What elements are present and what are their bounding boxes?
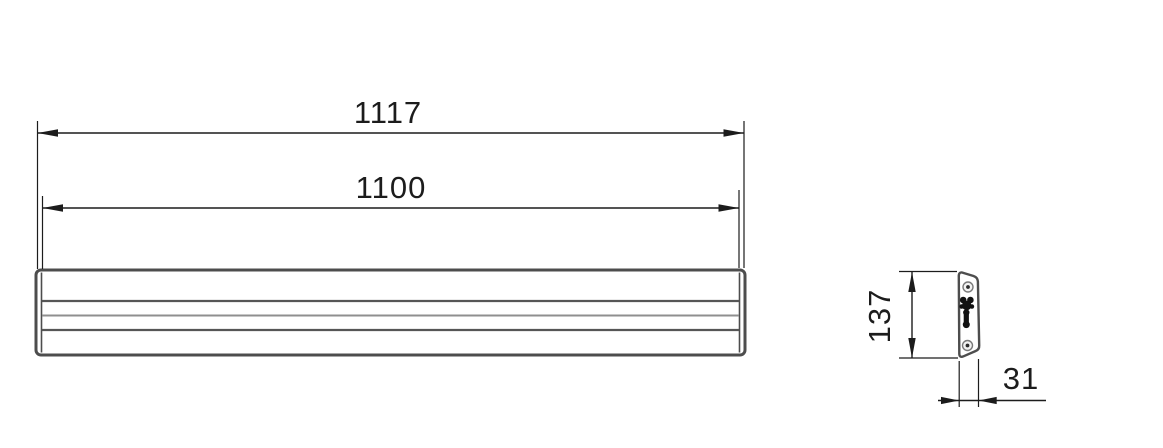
rail-front-outline [34,268,747,357]
screw-hole-top [962,281,974,293]
keyhole-slot [959,296,975,329]
dimension-overall-length: 1117 [36,95,745,269]
front-view [34,268,747,357]
arrowhead-up-icon [908,272,916,292]
dim-1100-label: 1100 [356,170,427,205]
screw-hole-center-icon [966,285,970,289]
dim-31-label: 31 [1003,361,1039,396]
screw-hole-bottom [961,339,974,352]
dimension-profile-height: 137 [862,270,958,359]
arrowhead-right-icon [941,396,960,405]
side-profile-view [957,271,981,358]
screw-hole-center-icon [965,343,970,348]
arrowhead-left-icon [42,204,63,212]
arrowhead-left-icon [978,396,997,405]
side-profile-outline [957,271,981,358]
arrowhead-right-icon [718,204,739,212]
dim-1117-label: 1117 [354,95,422,130]
dimension-profile-depth: 31 [938,359,1046,407]
dim-137-label: 137 [862,289,897,344]
arrowhead-left-icon [37,129,58,137]
dimension-rail-length: 1100 [41,170,740,269]
arrowhead-right-icon [723,129,744,137]
arrowhead-down-icon [908,338,916,358]
